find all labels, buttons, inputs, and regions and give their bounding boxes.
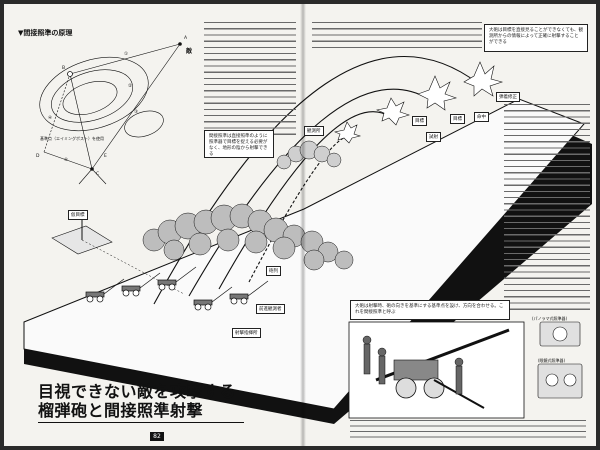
enemy-label: 敵	[186, 48, 193, 55]
observation-post-tag: 観測所	[304, 126, 324, 136]
right-body-top	[312, 22, 482, 52]
battery-tag: 砲列	[266, 266, 281, 276]
right-body-column	[504, 104, 590, 314]
point-b-marker	[67, 71, 73, 77]
step-1: ①	[124, 52, 129, 57]
sight-figures	[537, 321, 583, 399]
periscope-label: (眼鏡式照準器)	[538, 358, 566, 363]
right-top-callout: 大砲は目標を直接見ることができなくても、観測所からの情報によって正確に射撃するこ…	[484, 24, 588, 52]
left-body-column	[204, 22, 296, 140]
headline-line-1: 目視できない敵を攻撃する	[38, 382, 237, 401]
howitzer-battery	[85, 266, 269, 311]
left-callout: 間接照準は直接照準のように照準器で目標を捉える必要がなく、地形の陰から射撃できる	[204, 130, 274, 158]
right-tag-trial: 試射	[426, 132, 441, 142]
forward-observer-tag: 前進観測者	[256, 304, 285, 314]
right-tag-target: 目標	[450, 114, 465, 124]
large-howitzer-illustration	[348, 321, 525, 419]
forest-band	[142, 203, 354, 271]
shell-impacts	[333, 61, 504, 144]
right-tag-hit: 命中	[474, 112, 489, 122]
observation-post-trees	[276, 140, 342, 170]
section-title: ▼間接照準の原理	[18, 29, 73, 37]
step-5: ⑤	[64, 158, 69, 163]
illustration-canvas	[23, 42, 592, 424]
step-4: ④	[48, 116, 53, 121]
point-c-marker	[90, 167, 94, 171]
fire-direction-tag: 射撃指揮所	[232, 328, 261, 338]
headline-rule	[38, 422, 244, 423]
magazine-spread: ▼間接照準の原理 A 敵 B C D E ① ② ③ ④ ⑤ 基準点（エイミング…	[4, 4, 596, 446]
target-tag: 目標	[412, 116, 427, 126]
right-lower-callout: 大砲は射撃時、砲の向きを基準にする基準点を設け、方向を合わせる。これを間接照準と…	[350, 300, 510, 320]
page-number: 82	[150, 432, 164, 441]
point-e-label: E	[104, 154, 107, 159]
step-3: ③	[134, 110, 139, 115]
page-gutter	[300, 4, 306, 446]
point-b-label: B	[62, 66, 66, 71]
point-c-label: C	[96, 172, 100, 177]
right-tag-correction: 弾着修正	[496, 92, 520, 102]
panoramic-sight-label: (パノラマ式照準器)	[532, 316, 568, 321]
baseline-label: 基準点（エイミングポスト）を使用	[40, 136, 104, 141]
headline: 目視できない敵を攻撃する 榴弾砲と間接照準射撃	[38, 382, 236, 420]
triangulation-diagram	[39, 43, 181, 185]
point-a-label: A	[184, 36, 188, 41]
point-d-label: D	[36, 154, 40, 159]
fake-target-tag: 仮目標	[68, 210, 88, 220]
point-a-marker	[178, 42, 182, 46]
step-2: ②	[128, 84, 133, 89]
headline-line-2: 榴弾砲と間接照準射撃	[38, 401, 204, 420]
bottom-caption	[350, 420, 586, 442]
